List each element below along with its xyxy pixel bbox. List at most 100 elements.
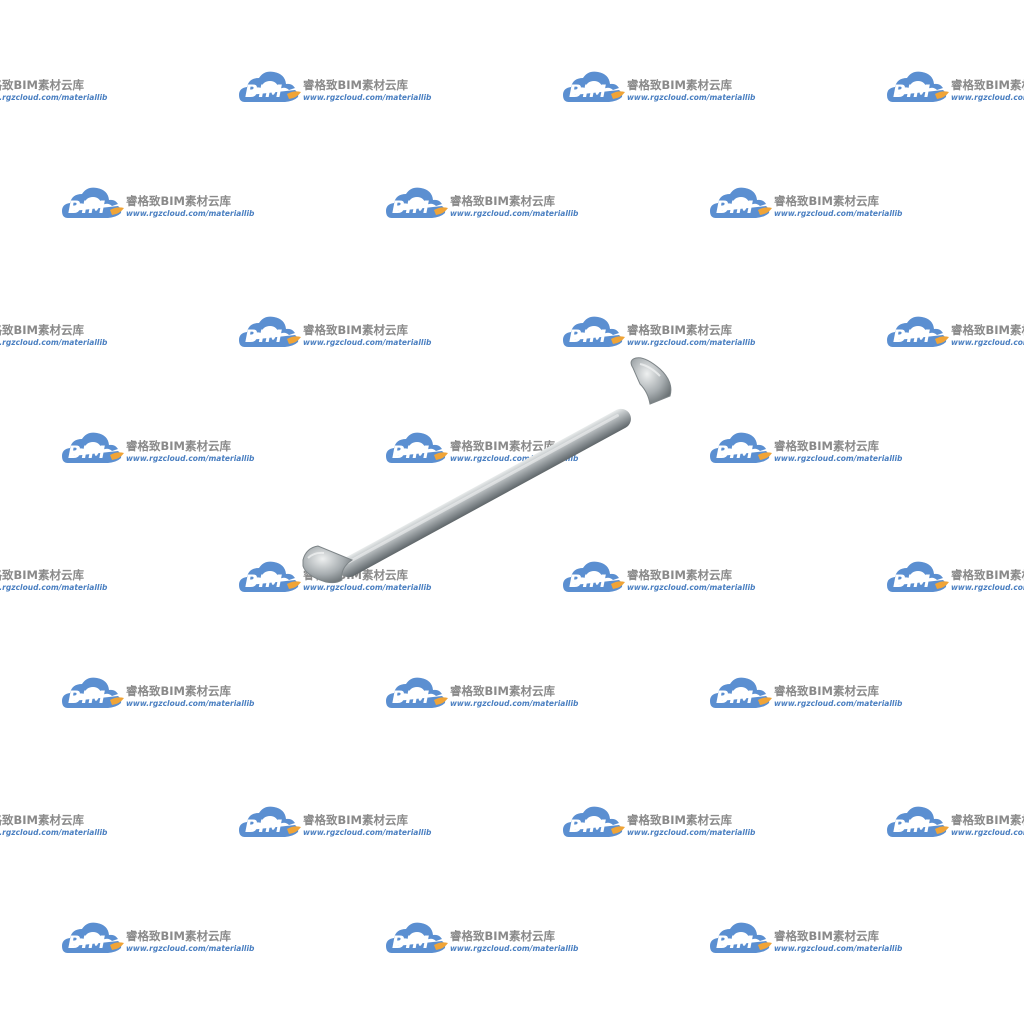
watermark-brand: 睿格致BIM素材云库 [303,323,408,337]
watermark-logo-text: BIM [392,443,430,463]
cloud-logo-icon [710,677,772,708]
watermark-url: www.rgzcloud.com/materiallib [774,699,903,708]
handle-leg-left [302,545,354,584]
watermark-logo-text: BIM [716,443,754,463]
watermark-logo-text: BIM [569,327,607,347]
watermark-stamp: BIM 睿格致BIM素材云库www.rgzcloud.com/materialli… [887,313,1024,353]
watermark-brand: 睿格致BIM素材云库 [450,684,555,698]
watermark-brand: 睿格致BIM素材云库 [627,78,732,92]
watermark-brand: 睿格致BIM素材云库 [303,568,408,582]
cloud-logo-icon [710,432,772,463]
watermark-brand: 睿格致BIM素材云库 [951,78,1024,92]
watermark-url: www.rgzcloud.com/materiallib [0,583,108,592]
watermark-url: www.rgzcloud.com/materiallib [450,209,579,218]
cloud-logo-icon [887,316,949,347]
watermark-brand: 睿格致BIM素材云库 [951,568,1024,582]
watermark-brand: 睿格致BIM素材云库 [303,78,408,92]
watermark-logo-text: BIM [569,817,607,837]
watermark-logo-text: BIM [392,688,430,708]
cloud-logo-icon [386,677,448,708]
watermark-brand: 睿格致BIM素材云库 [126,194,231,208]
cloud-logo-icon [62,922,124,953]
cloud-logo-icon [62,677,124,708]
watermark-brand: 睿格致BIM素材云库 [450,929,555,943]
cloud-logo-icon [239,316,301,347]
cloud-logo-icon [62,432,124,463]
watermark-logo-text: BIM [569,82,607,102]
watermark-logo-text: BIM [893,572,931,592]
watermark-brand: 睿格致BIM素材云库 [0,568,84,582]
watermark-logo-text: BIM [68,443,106,463]
watermark-logo-text: BIM [68,933,106,953]
cloud-logo-icon [386,432,448,463]
cloud-logo-icon [563,71,625,102]
watermark-brand: 睿格致BIM素材云库 [303,813,408,827]
watermark-logo-text: BIM [245,572,283,592]
watermark-logo-text: BIM [893,817,931,837]
watermark-url: www.rgzcloud.com/materiallib [627,93,756,102]
watermark-logo-text: BIM [716,933,754,953]
cloud-logo-icon [887,71,949,102]
watermark-url: www.rgzcloud.com/materiallib [627,828,756,837]
watermark-url: www.rgzcloud.com/materiallib [774,454,903,463]
handle-leg-right [630,357,672,405]
watermark-brand: 睿格致BIM素材云库 [126,929,231,943]
watermark-brand: 睿格致BIM素材云库 [126,439,231,453]
watermark-brand: 睿格致BIM素材云库 [0,323,84,337]
watermark-stamp: BIM睿格致BIM素材云库www.rgzcloud.com/materialli… [0,558,108,598]
watermark-logo-text: BIM [245,82,283,102]
handle-grip-bar [338,408,631,578]
watermark-logo-text: BIM [68,688,106,708]
watermark-brand: 睿格致BIM素材云库 [0,78,84,92]
watermark-url: www.rgzcloud.com/materiallib [126,454,255,463]
watermark-url: www.rgzcloud.com/materiallib [951,93,1024,102]
cloud-logo-icon [563,316,625,347]
watermark-logo-text: BIM [245,817,283,837]
watermark-url: www.rgzcloud.com/materiallib [0,93,108,102]
watermark-url: www.rgzcloud.com/materiallib [126,699,255,708]
watermark-url: www.rgzcloud.com/materiallib [951,828,1024,837]
cloud-logo-icon [386,187,448,218]
watermark-url: www.rgzcloud.com/materiallib [951,338,1024,347]
watermark-logo-text: BIM [893,327,931,347]
watermark-logo-text: BIM [68,198,106,218]
watermark-url: www.rgzcloud.com/materiallib [0,828,108,837]
watermark-url: www.rgzcloud.com/materiallib [126,944,255,953]
watermark-url: www.rgzcloud.com/materiallib [303,828,432,837]
watermark-url: www.rgzcloud.com/materiallib [774,209,903,218]
watermark-logo-text: BIM [245,327,283,347]
watermark-logo-text: BIM [716,198,754,218]
watermark-brand: 睿格致BIM素材云库 [774,194,879,208]
watermark-brand: 睿格致BIM素材云库 [627,568,732,582]
cloud-logo-icon [239,71,301,102]
cloud-logo-icon [563,806,625,837]
watermark-brand: 睿格致BIM素材云库 [951,323,1024,337]
cloud-logo-icon [710,187,772,218]
watermark-stamp: BIM睿格致BIM素材云库www.rgzcloud.com/materialli… [887,803,1024,843]
cloud-logo-icon [239,806,301,837]
watermark-url: www.rgzcloud.com/materiallib [126,209,255,218]
cloud-logo-icon [710,922,772,953]
watermark-brand: 睿格致BIM素材云库 [774,929,879,943]
watermark-stamp: BIM睿格致BIM素材云库www.rgzcloud.com/materialli… [887,558,1024,598]
watermark-url: www.rgzcloud.com/materiallib [774,944,903,953]
cloud-logo-icon [563,561,625,592]
watermark-url: www.rgzcloud.com/materiallib [303,93,432,102]
watermark-logo-text: BIM [893,82,931,102]
watermark-url: www.rgzcloud.com/materiallib [450,944,579,953]
watermark-url: www.rgzcloud.com/materiallib [303,583,432,592]
